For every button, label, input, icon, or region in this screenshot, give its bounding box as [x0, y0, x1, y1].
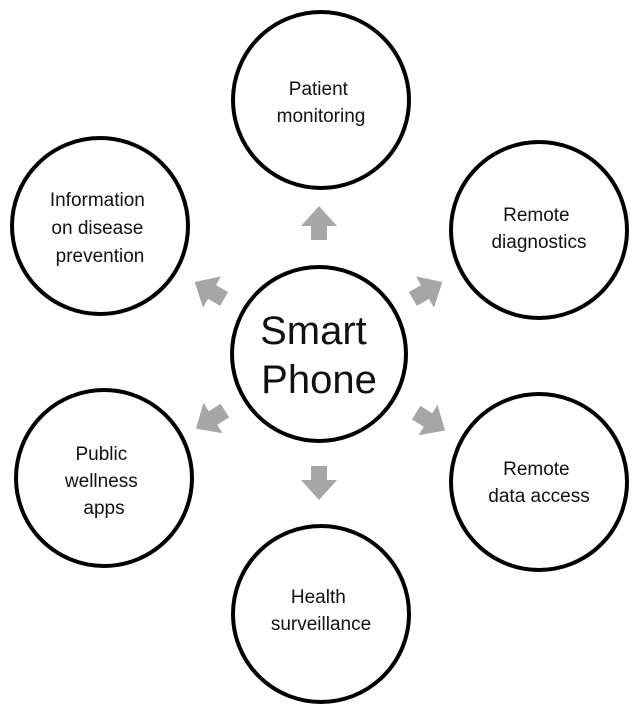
node-label: Remote diagnostics — [491, 205, 586, 253]
arrow-to-information-on-disease-prevention — [194, 276, 229, 308]
node-patient-monitoring: Patient monitoring — [231, 10, 411, 190]
node-label-line: data access — [488, 486, 589, 507]
arrows — [194, 206, 445, 500]
node-label-line: prevention — [56, 246, 145, 267]
node-circle — [14, 388, 194, 568]
node-label-line: Information — [50, 190, 145, 211]
node-remote-data-access: Remote data access — [449, 392, 629, 572]
node-label: Information on disease prevention — [50, 190, 150, 267]
arrow-to-patient-monitoring — [301, 206, 337, 240]
center-label-line: Phone — [261, 358, 377, 402]
arrow-to-public-wellness-apps — [196, 402, 230, 434]
node-circle — [449, 140, 629, 320]
node-label: Health surveillance — [271, 587, 371, 635]
node-label-line: on disease — [51, 218, 143, 239]
node-label-line: Patient — [289, 79, 349, 100]
arrow-to-remote-diagnostics — [408, 276, 443, 308]
node-remote-diagnostics: Remote diagnostics — [449, 140, 629, 320]
node-label: Public wellness apps — [64, 444, 143, 519]
node-label-line: wellness — [64, 471, 138, 492]
node-label-line: Remote — [503, 459, 570, 480]
node-label-line: apps — [83, 498, 124, 519]
node-label-line: Health — [291, 587, 346, 608]
arrow-to-remote-data-access — [411, 404, 445, 436]
node-circle — [10, 136, 190, 316]
center-circle — [230, 265, 408, 443]
node-label-line: Remote — [503, 205, 570, 226]
node-circle — [231, 524, 411, 704]
node-circle — [231, 10, 411, 190]
node-label-line: surveillance — [271, 614, 371, 635]
node-health-surveillance: Health surveillance — [231, 524, 411, 704]
center-label: Smart Phone — [260, 309, 378, 402]
node-label: Remote data access — [488, 459, 589, 507]
center-label-line: Smart — [260, 309, 367, 353]
node-information-on-disease-prevention: Information on disease prevention — [10, 136, 190, 316]
node-public-wellness-apps: Public wellness apps — [14, 388, 194, 568]
node-label: Patient monitoring — [277, 79, 366, 127]
node-label-line: monitoring — [277, 106, 366, 127]
node-label-line: Public — [75, 444, 127, 465]
node-circle — [449, 392, 629, 572]
center-node: Smart Phone — [230, 265, 408, 443]
arrow-to-health-surveillance — [301, 466, 337, 500]
node-label-line: diagnostics — [491, 232, 586, 253]
